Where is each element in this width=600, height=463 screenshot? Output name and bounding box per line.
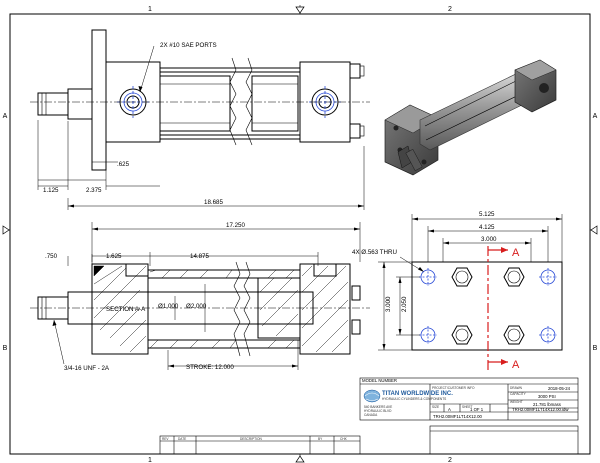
sheet-label: SHEET [462, 405, 473, 409]
dim-18-685: 18.685 [204, 199, 223, 206]
section-cap [299, 263, 351, 355]
zone-row-a-right: A [593, 113, 598, 120]
end-plate [411, 261, 563, 351]
capacity-value: 3000 PSI [538, 394, 556, 399]
cylinder-tube [159, 75, 231, 132]
address-line-2: HYDRAULIC BLVD [364, 409, 392, 413]
break-line-right [245, 57, 253, 146]
weight-value: 21.781 lbmass [533, 402, 561, 407]
rod [67, 88, 93, 120]
zone-row-b-right: B [593, 345, 598, 352]
rod-diameter: Ø2.000 [186, 303, 207, 310]
zone-row-b-left: B [3, 345, 8, 352]
end-view: 5.125 4.125 3.000 4X Ø.563 THRU [352, 211, 563, 371]
dim-1-125: 1.125 [43, 187, 59, 194]
section-head [91, 263, 149, 355]
dim-1-625: 1.625 [106, 253, 122, 260]
zone-col-2-top: 2 [448, 6, 452, 13]
tie-rod-nut [349, 123, 361, 139]
rev-header-description: DESCRIPTION [240, 437, 262, 441]
centering-mark-bottom [295, 455, 305, 463]
stroke-dimension: STROKE: 12.000 [186, 364, 234, 371]
dim-0-750: .750 [45, 253, 58, 260]
rev-header-by: BY [318, 437, 323, 441]
hex-nut [451, 267, 473, 287]
section-marker-bottom: A [512, 359, 520, 371]
zone-col-2-bottom: 2 [448, 457, 452, 463]
thread-callout: 3/4-16 UNF - 2A [64, 365, 110, 372]
revision-table: REV DATE DESCRIPTION BY CHK [159, 425, 579, 455]
drawing-date: 2018-05-24 [548, 386, 571, 391]
rev-header-date: DATE [178, 437, 186, 441]
drawn-label: DRAWN [510, 386, 523, 390]
company-subtitle: HYDRAULIC CYLINDERS & COMPONENTS [382, 397, 446, 401]
zone-col-1-top: 1 [148, 6, 152, 13]
ports-note: 2X #10 SAE PORTS [160, 42, 217, 49]
mount-hole [539, 268, 557, 286]
zone-row-a-left: A [3, 113, 8, 120]
dim-5-125: 5.125 [479, 211, 495, 218]
file-name: TRH2.00MF1LT14X12.00.idw [512, 407, 569, 412]
dim-3-000-v: 3.000 [385, 296, 392, 312]
hex-nut [503, 267, 525, 287]
side-view: 2X #10 SAE PORTS 1.125 2.375 .625 18.685 [30, 29, 370, 210]
centering-mark-left [2, 225, 10, 235]
model-label: MODEL NUMBER [362, 378, 397, 383]
capacity-label: CAPACITY [510, 392, 527, 396]
section-label: SECTION A-A [106, 306, 146, 313]
company-logo [363, 389, 381, 403]
address-line-3: CANADA [364, 413, 378, 417]
dim-17-250: 17.250 [226, 222, 245, 229]
iso-cylinder-body [419, 71, 531, 151]
section-marker-top: A [512, 247, 520, 259]
mount-hole [539, 326, 557, 344]
weight-label: WEIGHT [510, 400, 523, 404]
hex-nut [503, 325, 525, 345]
hole-note: 4X Ø.563 THRU [352, 249, 397, 256]
centering-mark-top [295, 6, 305, 14]
section-view: 17.250 .750 1.625 14.875 [30, 222, 370, 372]
tie-rod-nut [349, 63, 361, 79]
dim-2-050: 2.050 [401, 296, 408, 312]
size-value: A [448, 407, 451, 412]
dim-2-375: 2.375 [86, 187, 102, 194]
size-label: SIZE [432, 405, 439, 409]
zone-col-1-bottom: 1 [148, 457, 152, 463]
break-line-left [229, 57, 237, 146]
rev-header-rev: REV [162, 437, 169, 441]
mount-hole [419, 326, 437, 344]
sheet-value: 1 OF 1 [470, 407, 484, 412]
mount-hole [419, 268, 437, 286]
address-line-1: 540 BANKERS AVE [364, 405, 392, 409]
rod-end-thread [37, 92, 69, 116]
dim-3-000-h: 3.000 [481, 236, 497, 243]
bore-diameter: Ø1.000 [158, 303, 179, 310]
hex-nut [451, 325, 473, 345]
isometric-view [384, 59, 557, 176]
dim-14-875: 14.875 [190, 253, 209, 260]
company-name: TITAN WORLDWIDE INC. [382, 391, 453, 397]
part-number: TRH2.00MF1LT14X12.00 [433, 414, 482, 419]
mounting-flange [91, 29, 107, 171]
title-block: MODEL NUMBER PROJECT/CUSTOMER INFO DRAWN… [359, 377, 579, 421]
dim-4-125: 4.125 [479, 224, 495, 231]
dim-0-625: .625 [117, 161, 130, 168]
project-label: PROJECT/CUSTOMER INFO [432, 386, 475, 390]
rev-header-chk: CHK [340, 437, 348, 441]
centering-mark-right [590, 225, 598, 235]
